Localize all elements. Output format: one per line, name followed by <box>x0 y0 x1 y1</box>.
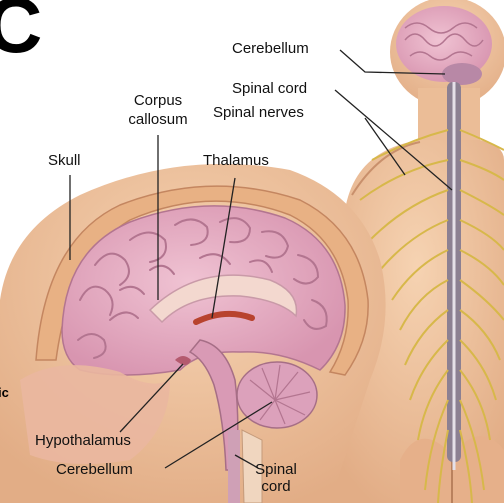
label-corpus-callosum-line1: Corpus <box>118 93 198 109</box>
label-corpus-callosum-line2: callosum <box>118 112 198 128</box>
cerebellum <box>237 362 317 428</box>
panel-letter: C <box>0 0 42 64</box>
label-hypothalamus: Hypothalamus <box>35 433 131 449</box>
label-cerebellum-top: Cerebellum <box>232 41 309 57</box>
label-skull: Skull <box>48 153 81 169</box>
back-cerebellum <box>442 63 482 85</box>
label-spinal-nerves: Spinal nerves <box>213 105 304 121</box>
clipped-label-fragment: ic <box>0 385 9 400</box>
label-thalamus: Thalamus <box>203 153 269 169</box>
label-cerebellum-bottom: Cerebellum <box>56 462 133 478</box>
label-spinal-cord-top: Spinal cord <box>232 81 307 97</box>
label-spinal-cord-bottom-line1: Spinal <box>246 462 306 478</box>
spinal-cord <box>228 430 240 503</box>
label-spinal-cord-bottom-line2: cord <box>246 479 306 495</box>
head-section <box>0 164 386 503</box>
